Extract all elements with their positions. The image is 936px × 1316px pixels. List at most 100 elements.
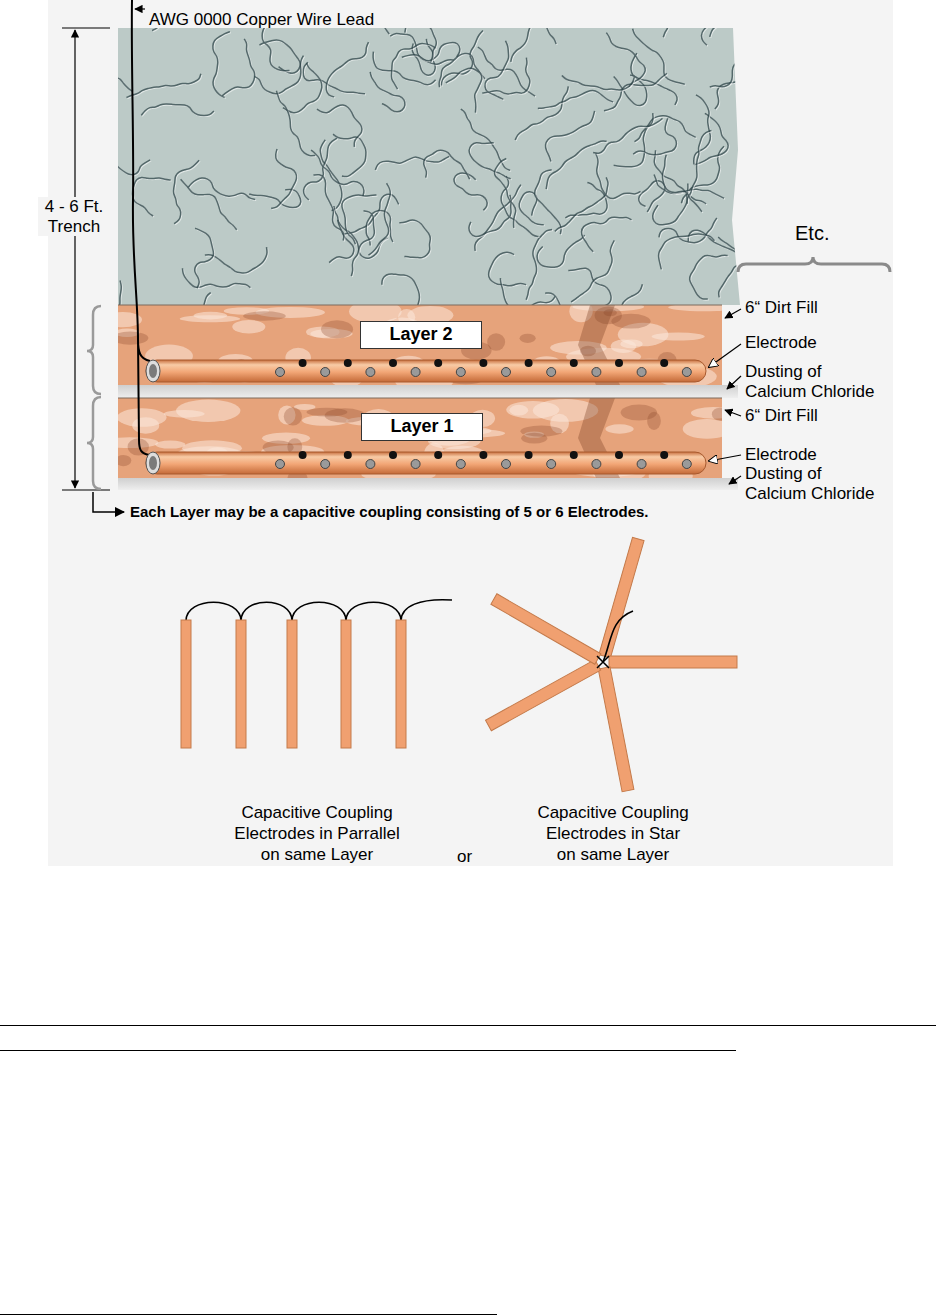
texture-stroke — [694, 95, 711, 164]
trench-depth-dimension — [62, 28, 110, 490]
texture-stroke — [304, 138, 337, 200]
texture-stroke — [342, 195, 377, 244]
texture-blotch — [194, 312, 228, 320]
texture-blotch — [243, 311, 286, 320]
leader-arrow — [135, 8, 145, 9]
dirt-fill-band — [118, 398, 722, 478]
texture-stroke — [582, 217, 632, 251]
texture-highlight — [594, 119, 663, 154]
texture-blotch — [712, 408, 722, 421]
wire-label: AWG 0000 Copper Wire Lead — [149, 10, 374, 30]
texture-blotch — [506, 401, 559, 418]
texture-stroke — [109, 132, 150, 175]
texture-highlight — [70, 281, 122, 321]
texture-stroke — [213, 32, 230, 98]
texture-stroke — [254, 56, 303, 94]
texture-highlight — [447, 69, 483, 113]
texture-stroke — [638, 0, 668, 37]
texture-stroke — [446, 68, 482, 112]
texture-stroke — [313, 175, 343, 241]
texture-highlight — [702, 11, 724, 46]
texture-highlight — [250, 190, 302, 208]
texture-stroke — [391, 44, 436, 89]
texture-highlight — [277, 92, 316, 157]
texture-highlight — [607, 34, 646, 88]
texture-blotch — [621, 405, 657, 421]
texture-stroke — [562, 75, 634, 90]
figure-ground — [48, 0, 893, 866]
texture-highlight — [196, 229, 215, 289]
texture-stroke — [126, 74, 200, 98]
texture-stroke — [469, 195, 511, 237]
texture-blotch — [668, 305, 722, 311]
electrode-perforations — [276, 359, 692, 469]
texture-blotch — [509, 405, 528, 416]
texture-stroke — [195, 228, 214, 288]
texture-stroke — [545, 111, 594, 162]
texture-highlight — [371, 73, 406, 113]
texture-highlight — [597, 155, 642, 200]
texture-stroke — [276, 91, 315, 156]
texture-stroke — [639, 181, 665, 212]
texture-blotch — [284, 407, 302, 425]
perforation — [592, 368, 601, 377]
perforation — [411, 460, 420, 469]
continuation-label: Etc. — [795, 222, 829, 245]
texture-highlight — [605, 74, 668, 111]
perforation — [615, 359, 623, 367]
texture-highlight — [134, 178, 172, 217]
part-label: Electrode — [745, 445, 817, 465]
texture-highlight — [183, 269, 251, 288]
texture-highlight — [425, 151, 471, 180]
texture-stroke — [311, 150, 364, 196]
texture-blotch — [164, 410, 205, 418]
texture-highlight — [639, 0, 669, 38]
texture-stroke — [326, 42, 368, 97]
layer-label: Layer 2 — [389, 325, 452, 345]
texture-stroke — [526, 230, 552, 300]
texture-stroke — [606, 33, 645, 87]
perforated-electrode — [146, 360, 706, 382]
texture-stroke — [424, 150, 470, 179]
perforation — [434, 359, 442, 367]
texture-highlight — [214, 33, 231, 99]
texture-stroke — [333, 134, 366, 176]
dirt-texture — [118, 398, 722, 478]
texture-highlight — [663, 156, 702, 213]
texture-stroke — [222, 39, 254, 96]
perforation — [344, 359, 352, 367]
perforation — [502, 368, 511, 377]
texture-highlight — [376, 157, 450, 171]
part-label: Dusting of Calcium Chloride — [745, 464, 881, 503]
texture-highlight — [260, 41, 301, 74]
perforation — [479, 451, 487, 459]
texture-highlight — [327, 43, 369, 98]
texture-stroke — [501, 176, 538, 236]
texture-highlight — [272, 150, 297, 209]
texture-stroke — [633, 29, 685, 84]
texture-highlight — [520, 193, 545, 226]
texture-stroke — [662, 155, 701, 212]
texture-blotch — [683, 419, 722, 439]
texture-stroke — [259, 40, 300, 73]
texture-highlight — [572, 241, 615, 303]
texture-blotch — [521, 433, 547, 444]
band-edge — [118, 305, 722, 306]
texture-stroke — [495, 159, 516, 228]
perforation — [389, 359, 397, 367]
figure-caption: Capacitive Coupling Electrodes in Parral… — [231, 802, 403, 865]
perforation — [366, 460, 375, 469]
texture-blotch — [132, 417, 159, 433]
perforation — [321, 368, 330, 377]
texture-stroke — [441, 31, 482, 86]
texture-stroke — [710, 34, 748, 87]
texture-blotch — [232, 320, 265, 333]
texture-highlight — [462, 110, 511, 171]
layer-label: Layer 1 — [390, 417, 453, 437]
texture-highlight — [563, 76, 635, 91]
texture-stroke — [303, 62, 365, 94]
perforation — [389, 451, 397, 459]
